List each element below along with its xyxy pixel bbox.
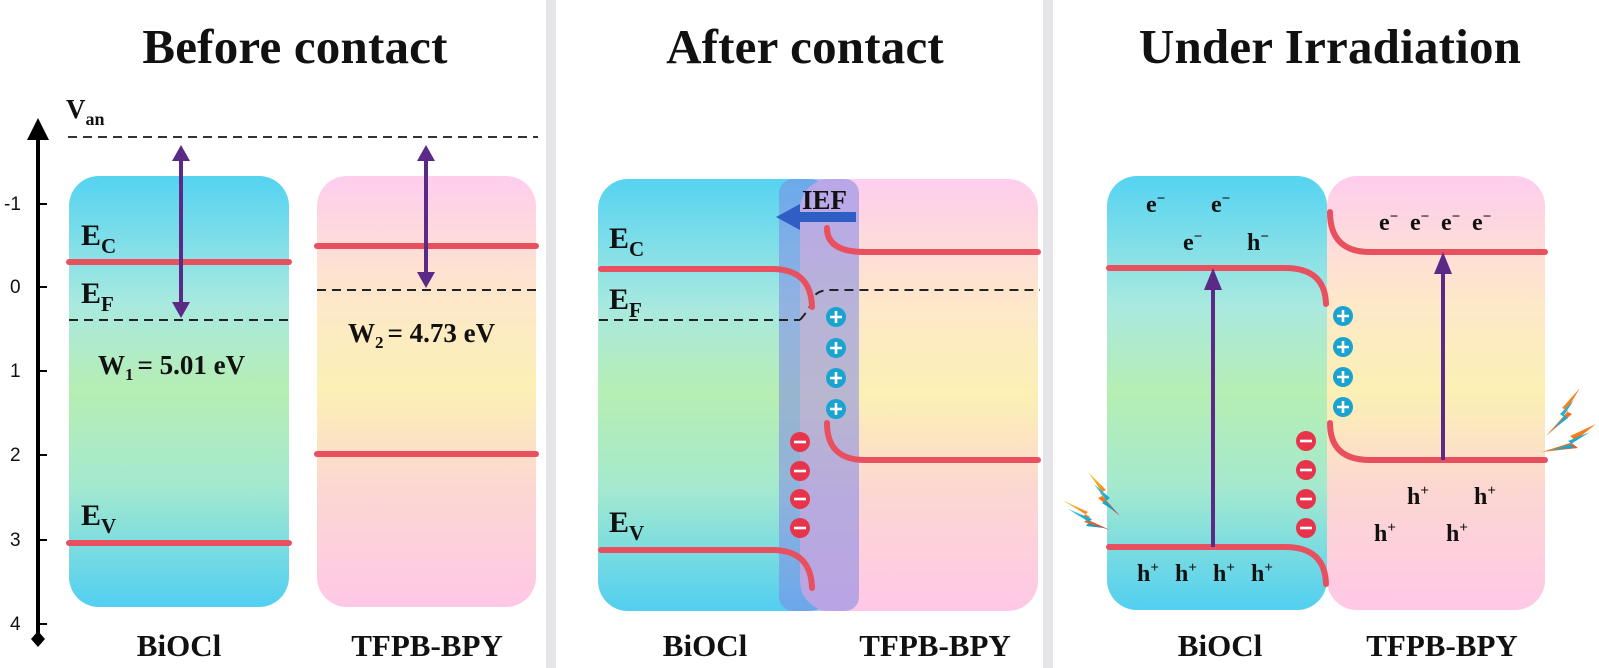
energy-axis: -1 0 1 2 3 4 [4,118,49,647]
tfpb-bpy-block [800,179,1038,611]
panel-before-contact [66,136,539,607]
junction-region [779,179,859,611]
material-label-tfpb-bpy: TFPB-BPY [351,628,503,663]
electron-label: e− [1472,209,1491,236]
panel-title-before-contact: Before contact [142,19,448,74]
plus-charge-icon [1333,337,1353,357]
up-arrow-icon [1204,268,1222,547]
ef-label: EF [609,283,642,322]
hole-label: h+ [1175,560,1197,587]
panel-title-after-contact: After contact [666,19,944,74]
lightning-icon [1088,472,1120,516]
material-label-biocl: BiOCl [1177,628,1263,663]
axis-tick-label: 2 [10,445,21,466]
electron-label: e− [1379,209,1398,236]
ev-label: EV [609,506,644,545]
plus-charge-icon [826,399,846,419]
axis-tick-label: 3 [10,530,21,551]
work-function-tfpb: W2= 4.73 eV [348,318,496,352]
ief-arrow-icon [776,204,856,230]
minus-charge-icon [790,432,810,452]
panel-under-irradiation [1062,176,1596,610]
electron-label: e− [1211,191,1230,218]
biocl-block [69,176,289,607]
biocl-conduction-band [1106,265,1329,307]
minus-charge-icon [790,461,810,481]
tfpb-valence-band [1327,420,1548,463]
up-arrow-icon [1434,252,1452,460]
hole-label: h− [1247,229,1269,256]
hole-label: h+ [1407,483,1429,510]
axis-tick-label: 4 [10,614,21,635]
electron-label: e− [1441,209,1460,236]
biocl-block [1107,176,1327,610]
hole-label: h+ [1213,560,1235,587]
lightning-icon [1546,388,1580,436]
hole-label: h+ [1137,560,1159,587]
panel-after-contact [598,179,1041,611]
panel-title-under-irradiation: Under Irradiation [1138,19,1522,74]
axis-tick-label: 1 [10,361,21,382]
electron-label: e− [1183,229,1202,256]
ef-label: EF [81,277,114,316]
plus-charge-icon [826,368,846,388]
material-label-tfpb-bpy: TFPB-BPY [859,628,1011,663]
axis-tick-marks [38,203,47,625]
hole-label: h+ [1474,483,1496,510]
plus-charge-icon [1333,306,1353,326]
hole-label: h+ [1446,520,1468,547]
tfpb-valence-band [824,420,1041,463]
minus-charge-icon [1296,460,1316,480]
tfpb-conduction-band [1327,209,1548,255]
electron-label: e− [1410,209,1429,236]
minus-charge-icon [790,518,810,538]
ief-label: IEF [802,185,847,215]
tfpb-bpy-block [1327,176,1545,610]
plus-charge-icon [1333,397,1353,417]
material-label-biocl: BiOCl [662,628,748,663]
work-function-biocl: W1= 5.01 eV [98,350,246,384]
minus-charge-icon [1296,518,1316,538]
electron-label: e− [1146,191,1165,218]
material-label-biocl: BiOCl [136,628,222,663]
ev-label: EV [81,499,116,538]
double-arrow-icon [172,145,190,318]
minus-charge-icon [790,489,810,509]
lightning-icon [1062,500,1110,530]
plus-charge-icon [826,307,846,327]
ec-label: EC [609,222,644,261]
biocl-valence-band [598,547,815,591]
minus-charge-icon [1296,431,1316,451]
double-arrow-icon [417,145,435,288]
lightning-icon [1542,424,1596,452]
panel-divider-1 [546,0,556,668]
axis-tick-label: -1 [4,194,21,215]
biocl-block [598,179,838,611]
plus-charge-icon [1333,367,1353,387]
ec-label: EC [81,219,116,258]
panel-divider-2 [1043,0,1053,668]
material-label-tfpb-bpy: TFPB-BPY [1366,628,1518,663]
tfpb-conduction-band [824,225,1041,255]
plus-charge-icon [826,338,846,358]
tfpb-bpy-block [317,176,536,607]
vacuum-level-label: Van [66,94,105,129]
axis-tick-label: 0 [10,277,21,298]
hole-label: h+ [1374,520,1396,547]
biocl-valence-band [1106,544,1329,587]
minus-charge-icon [1296,489,1316,509]
hole-label: h+ [1251,560,1273,587]
biocl-conduction-band [598,266,815,310]
